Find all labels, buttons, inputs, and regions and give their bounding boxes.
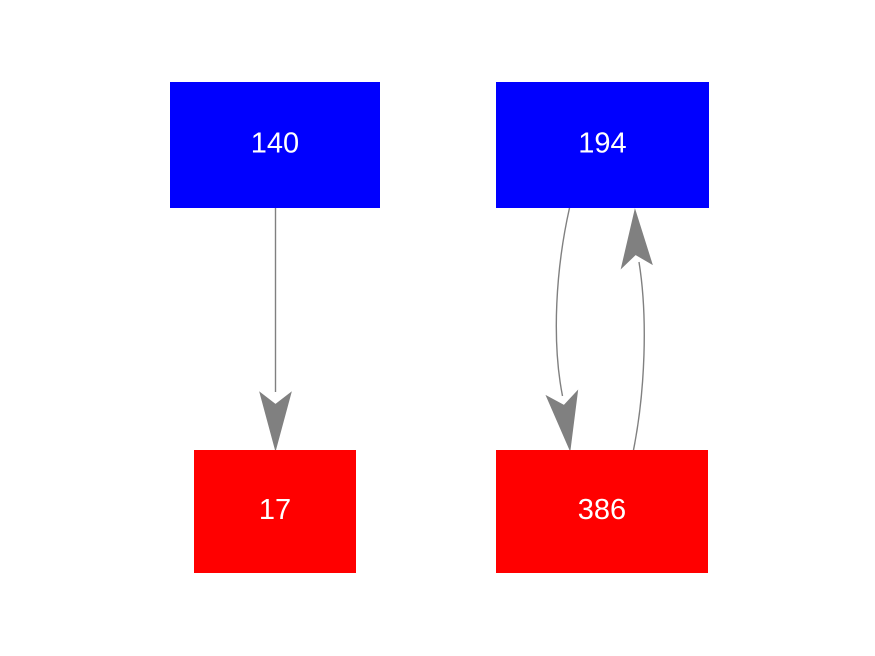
node-386-rect [496,450,708,573]
node-386-label: 386 [578,494,626,526]
node-140-rect [170,82,380,208]
edge-386-to-194-line [632,261,645,451]
node-17[interactable]: 17 [194,450,356,573]
node-17-label: 17 [259,494,291,526]
node-140-label: 140 [251,128,299,160]
edge-140-to-17-arrowhead [259,391,292,452]
edge-194-to-386[interactable] [545,207,579,452]
node-386[interactable]: 386 [496,450,708,573]
node-194-label: 194 [578,128,626,160]
edge-group [259,207,653,452]
node-17-rect [194,450,356,573]
edge-194-to-386-line [555,207,571,397]
node-group: 140 194 17 386 [170,82,709,573]
edge-386-to-194-arrowhead [620,208,653,270]
node-194[interactable]: 194 [496,82,709,208]
node-194-rect [496,82,709,208]
edge-194-to-386-arrowhead [545,389,579,452]
edge-140-to-17[interactable] [259,208,292,452]
edge-386-to-194[interactable] [620,208,653,451]
node-140[interactable]: 140 [170,82,380,208]
